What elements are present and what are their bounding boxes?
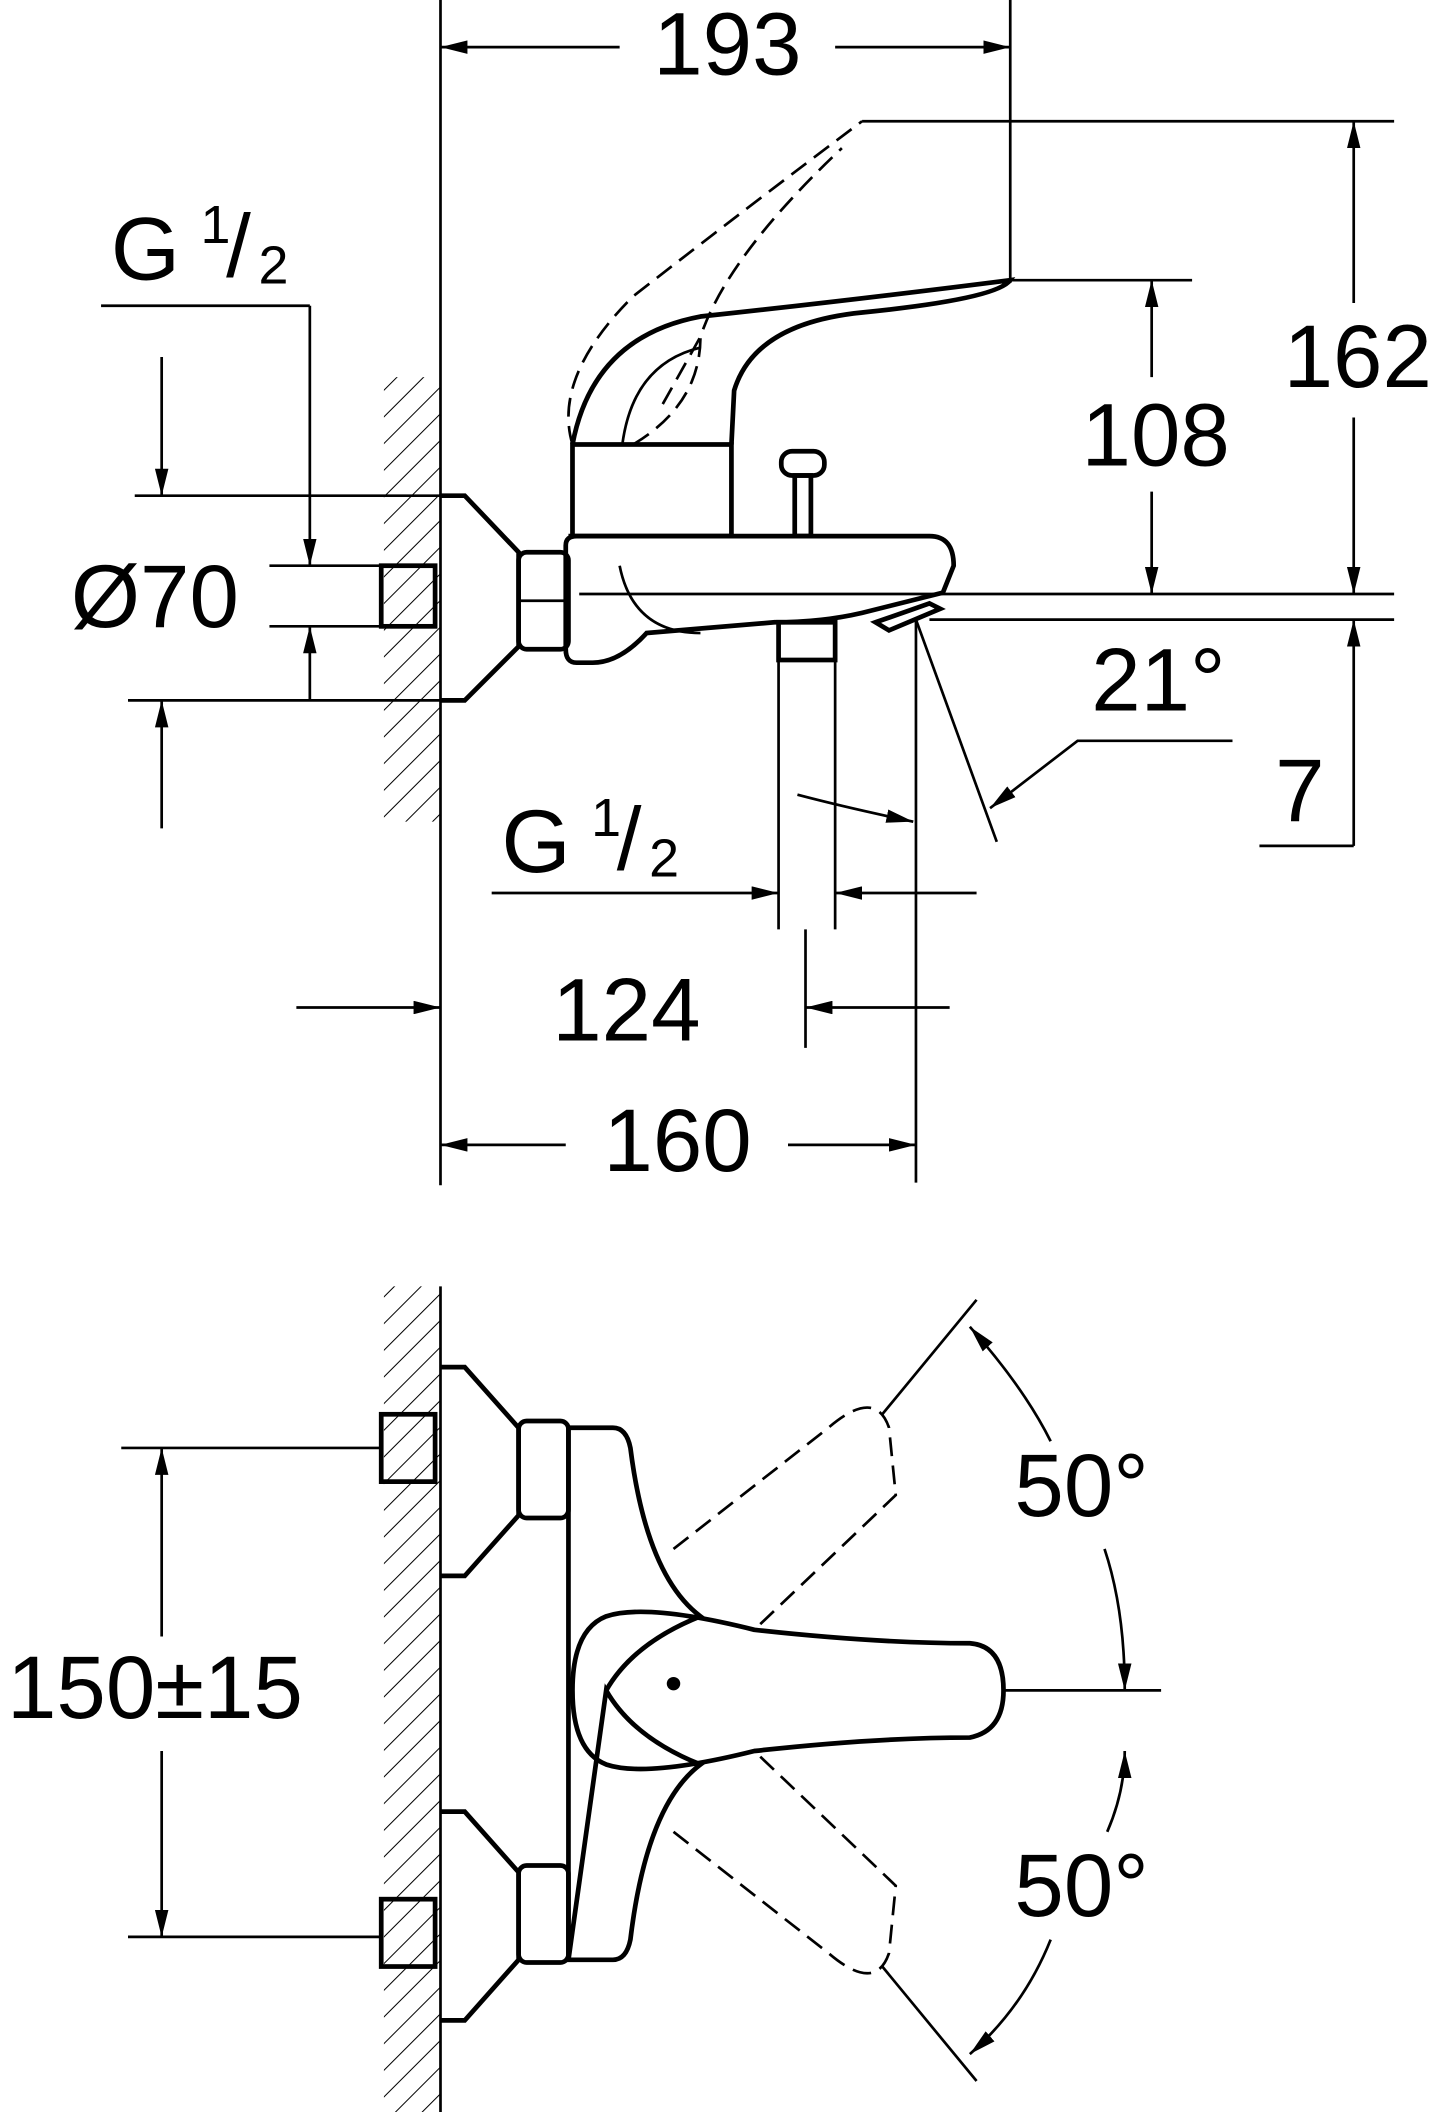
dim-inlet-thread-slash: /	[226, 197, 251, 296]
lever-top	[570, 1609, 1006, 1772]
lower-connector	[378, 1896, 438, 1969]
dim-lever-angle-up: 50°	[1014, 1436, 1148, 1535]
diverter-knob	[778, 448, 827, 478]
dim-spout-angle: 21°	[1091, 630, 1225, 729]
faucet-top	[378, 1364, 1006, 2023]
dim-inlet-thread-den: 2	[258, 236, 288, 296]
wall-hatching-bottom	[383, 1286, 441, 2112]
dim-outlet-thread-num: 1	[591, 788, 621, 848]
dim-overall-width: 193	[653, 0, 801, 94]
top-view: 150±15 50° 50°	[7, 1286, 1162, 2112]
dim-spout-drop: 7	[1275, 741, 1324, 840]
dim-outlet-thread-slash: /	[617, 789, 642, 888]
dim-outlet-thread-den: 2	[649, 828, 679, 888]
diverter-stem	[792, 473, 814, 539]
faucet-side	[378, 120, 1016, 930]
dim-inlet-spacing: 150±15	[7, 1638, 303, 1737]
dim-inlet-thread-num: 1	[201, 195, 231, 255]
dim-spout-projection: 160	[603, 1091, 751, 1190]
upper-flange	[440, 1364, 521, 1579]
spout-outlet	[870, 600, 946, 634]
lever-handle	[570, 277, 1016, 445]
mixer-body	[563, 533, 957, 666]
cartridge-housing	[570, 442, 734, 539]
wall-hatching	[383, 377, 441, 822]
shower-outlet	[776, 619, 838, 663]
side-view: 193 162 108 7 21° Ø70 G 1 /	[71, 0, 1432, 1190]
lever-right-outline	[672, 1750, 898, 1975]
inlet-connector	[378, 563, 438, 629]
dim-lever-angle-down: 50°	[1014, 1836, 1148, 1935]
dim-inlet-thread-letter: G	[111, 199, 180, 298]
dim-spout-height: 108	[1082, 385, 1230, 484]
dim-outlet-thread-letter: G	[502, 792, 571, 891]
dim-outlet-projection: 124	[552, 960, 700, 1059]
dim-total-height: 162	[1284, 307, 1432, 406]
lever-left-outline	[672, 1406, 898, 1631]
dim-flange-diameter: Ø70	[71, 547, 239, 646]
wall-flange	[440, 493, 521, 703]
body-lower	[565, 1427, 706, 1963]
lower-flange	[440, 1809, 521, 2023]
body-upper	[568, 1425, 706, 1692]
lever-raised-outline	[567, 120, 863, 445]
